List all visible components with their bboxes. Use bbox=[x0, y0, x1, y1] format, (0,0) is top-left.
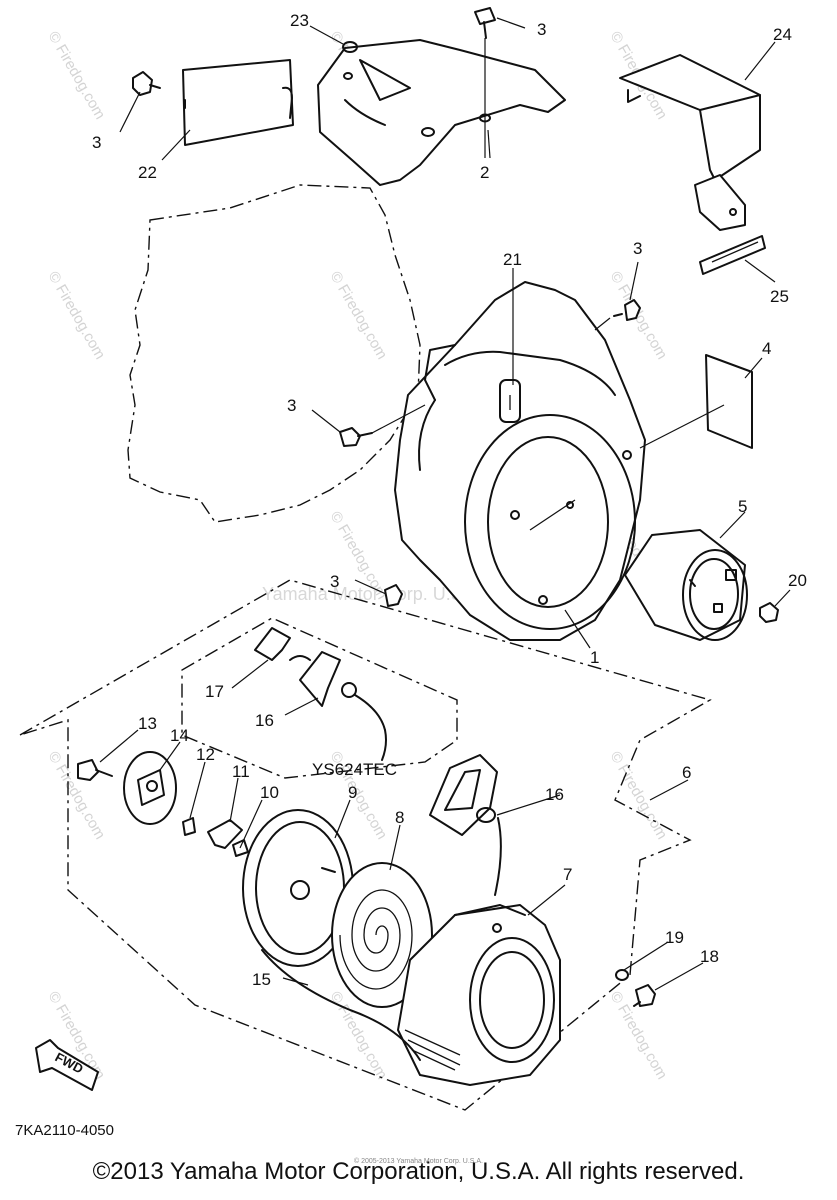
part-labels: 23 3 24 3 22 2 3 21 25 4 3 5 3 20 1 17 1… bbox=[15, 11, 807, 1139]
drawing-code: 7KA2110-4050 bbox=[15, 1122, 114, 1139]
rope-15 bbox=[261, 729, 502, 1061]
part-label-1: 1 bbox=[590, 648, 599, 667]
part-label-23: 23 bbox=[290, 11, 309, 30]
fan-housing-1 bbox=[394, 281, 646, 641]
top-cover-2 bbox=[317, 39, 566, 186]
variant-outline bbox=[181, 617, 458, 779]
watermark-9: © Firedog.com bbox=[45, 749, 109, 843]
part-label-model: YS624TEC bbox=[312, 760, 397, 779]
small-copyright: © 2005-2013 Yamaha Motor Corp. U.S.A. bbox=[353, 1158, 484, 1165]
watermark-band: Yamaha Motor Corp. U.S.A. bbox=[262, 584, 485, 604]
part-label-6: 6 bbox=[682, 763, 691, 782]
part-label-20: 20 bbox=[788, 571, 807, 590]
part-label-3d: 3 bbox=[287, 396, 296, 415]
handle-17 bbox=[254, 627, 291, 661]
label-plate-4 bbox=[705, 354, 753, 449]
leader-lines bbox=[99, 17, 791, 991]
watermark-5: © Firedog.com bbox=[327, 269, 391, 363]
part-label-3e: 3 bbox=[330, 572, 339, 591]
pawl-11 bbox=[207, 819, 243, 849]
bolt-18 bbox=[633, 984, 656, 1007]
part-label-12: 12 bbox=[196, 745, 215, 764]
part-label-7: 7 bbox=[563, 865, 572, 884]
copyright-notice: ©2013 Yamaha Motor Corporation, U.S.A. A… bbox=[92, 1158, 745, 1185]
bracket-24 bbox=[619, 54, 761, 231]
part-label-24: 24 bbox=[773, 25, 792, 44]
part-label-25: 25 bbox=[770, 287, 789, 306]
collar-cup-5 bbox=[624, 529, 748, 641]
seal-strip-25 bbox=[699, 235, 766, 275]
part-label-16b: 16 bbox=[255, 711, 274, 730]
part-label-18: 18 bbox=[700, 947, 719, 966]
engine-outline bbox=[127, 184, 421, 523]
bolt-3-top bbox=[474, 7, 496, 39]
heat-shield-22 bbox=[182, 59, 294, 146]
part-label-17: 17 bbox=[205, 682, 224, 701]
part-label-19: 19 bbox=[665, 928, 684, 947]
part-label-10: 10 bbox=[260, 783, 279, 802]
handle-16-variant bbox=[289, 651, 386, 731]
part-label-21: 21 bbox=[503, 250, 522, 269]
part-label-3b: 3 bbox=[92, 133, 101, 152]
washer-19 bbox=[615, 969, 629, 981]
part-label-3c: 3 bbox=[633, 239, 642, 258]
bolt-3-mid bbox=[339, 427, 373, 447]
spring-12 bbox=[182, 817, 196, 836]
part-label-9: 9 bbox=[348, 783, 357, 802]
spiral-spring-8 bbox=[331, 862, 433, 1008]
part-label-2: 2 bbox=[480, 163, 489, 182]
handle-16 bbox=[429, 754, 498, 836]
washer-23 bbox=[342, 41, 358, 53]
starter-case-7 bbox=[397, 904, 561, 1086]
part-label-8: 8 bbox=[395, 808, 404, 827]
part-label-3a: 3 bbox=[537, 20, 546, 39]
part-label-14: 14 bbox=[170, 726, 189, 745]
part-label-15: 15 bbox=[252, 970, 271, 989]
watermark-1: © Firedog.com bbox=[45, 29, 109, 123]
pulley-14 bbox=[123, 751, 177, 825]
part-label-4: 4 bbox=[762, 339, 771, 358]
part-label-5: 5 bbox=[738, 497, 747, 516]
bolt-13 bbox=[77, 759, 113, 781]
starter-kit-outline bbox=[19, 579, 712, 1111]
part-label-11: 11 bbox=[232, 762, 250, 781]
nut-20 bbox=[759, 602, 779, 623]
bolt-3-left bbox=[132, 71, 161, 96]
watermark-11: © Firedog.com bbox=[607, 749, 671, 843]
part-label-16a: 16 bbox=[545, 785, 564, 804]
part-label-13: 13 bbox=[138, 714, 157, 733]
bolt-3-right bbox=[613, 299, 641, 321]
part-label-22: 22 bbox=[138, 163, 157, 182]
bolt-3-lower bbox=[384, 584, 403, 607]
watermark-4: © Firedog.com bbox=[45, 269, 109, 363]
